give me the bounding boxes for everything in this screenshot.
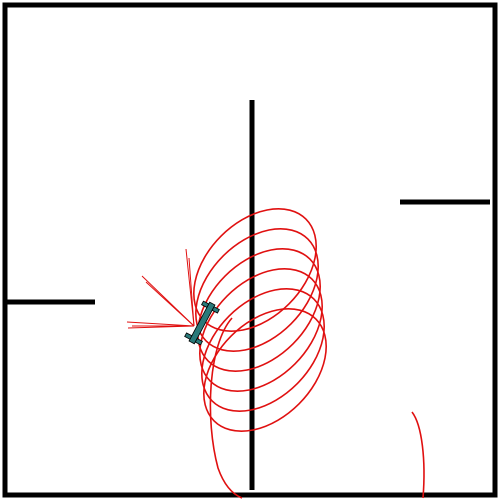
trajectory-loop [197, 248, 321, 372]
robot-wheel-rear-right [194, 337, 203, 346]
robot-wheel-front-right [211, 306, 220, 314]
trajectory-tail-right [411, 411, 425, 499]
sensor-ray [145, 281, 195, 327]
trajectory-loop [201, 288, 325, 412]
robot-body [188, 301, 216, 345]
robot-car [184, 300, 220, 346]
sensor-rays [126, 248, 195, 329]
robot-wheel-rear-left [184, 332, 193, 340]
robot-trajectory [193, 208, 327, 432]
trajectory-loop [199, 268, 323, 392]
trajectory-loop [203, 308, 327, 432]
trajectory-loop [195, 228, 319, 352]
sensor-ray [188, 257, 195, 327]
trajectory-tail-left [209, 317, 243, 499]
robot-wheel-front-left [201, 300, 210, 309]
sensor-ray [126, 321, 195, 327]
